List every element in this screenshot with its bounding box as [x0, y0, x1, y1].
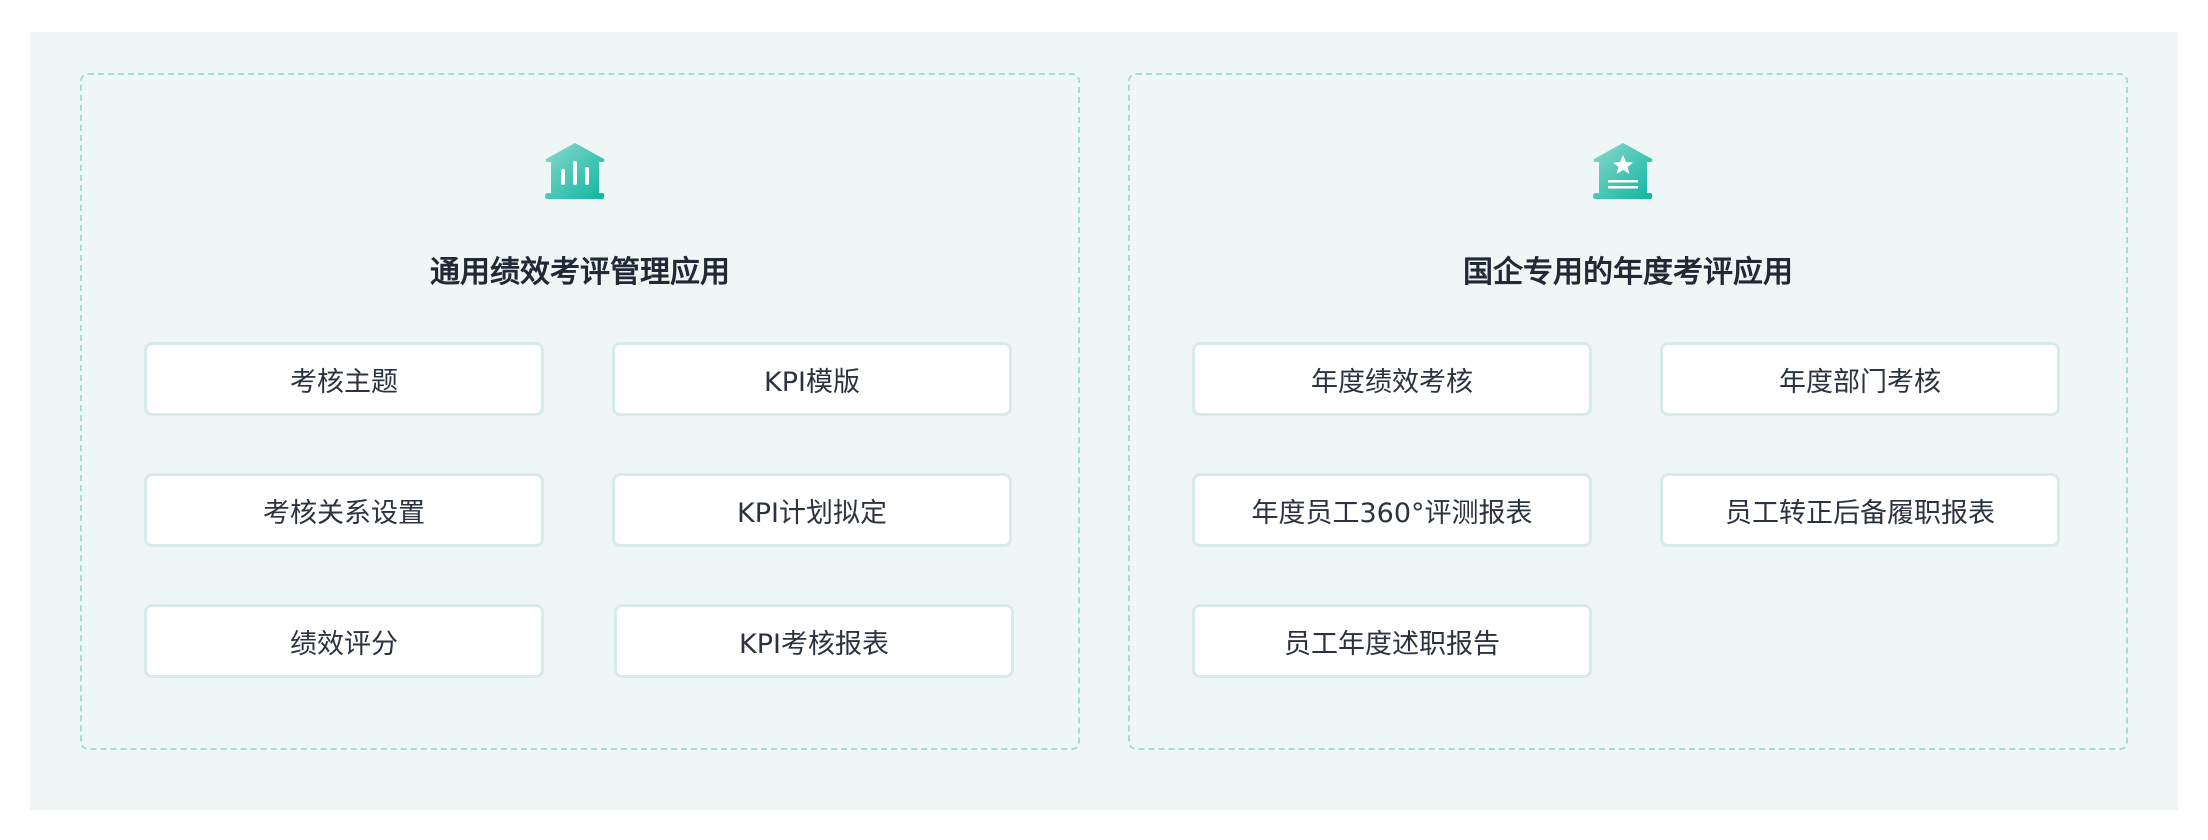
menu-button-regularization-report[interactable]: 员工转正后备履职报表	[1660, 473, 2060, 547]
panel-title: 国企专用的年度考评应用	[1463, 255, 1793, 290]
menu-button-annual-performance[interactable]: 年度绩效考核	[1192, 342, 1592, 416]
app-background	[30, 32, 2178, 810]
menu-button-assessment-topic[interactable]: 考核主题	[144, 342, 544, 416]
bank-chart-icon	[545, 143, 605, 199]
soe-annual-panel: 国企专用的年度考评应用 年度绩效考核 年度部门考核 年度员工360°评测报表 员…	[1128, 73, 2128, 750]
menu-button-annual-department[interactable]: 年度部门考核	[1660, 342, 2060, 416]
general-performance-panel: 通用绩效考评管理应用 考核主题 KPI模版 考核关系设置 KPI计划拟定 绩效评…	[80, 73, 1080, 750]
menu-button-assessment-relation[interactable]: 考核关系设置	[144, 473, 544, 547]
menu-button-performance-score[interactable]: 绩效评分	[144, 604, 544, 678]
menu-button-kpi-template[interactable]: KPI模版	[612, 342, 1012, 416]
menu-button-kpi-report[interactable]: KPI考核报表	[614, 604, 1014, 678]
menu-button-annual-debrief[interactable]: 员工年度述职报告	[1192, 604, 1592, 678]
panel-title: 通用绩效考评管理应用	[430, 255, 730, 290]
menu-button-360-report[interactable]: 年度员工360°评测报表	[1192, 473, 1592, 547]
menu-button-kpi-plan[interactable]: KPI计划拟定	[612, 473, 1012, 547]
house-star-icon	[1593, 143, 1653, 199]
